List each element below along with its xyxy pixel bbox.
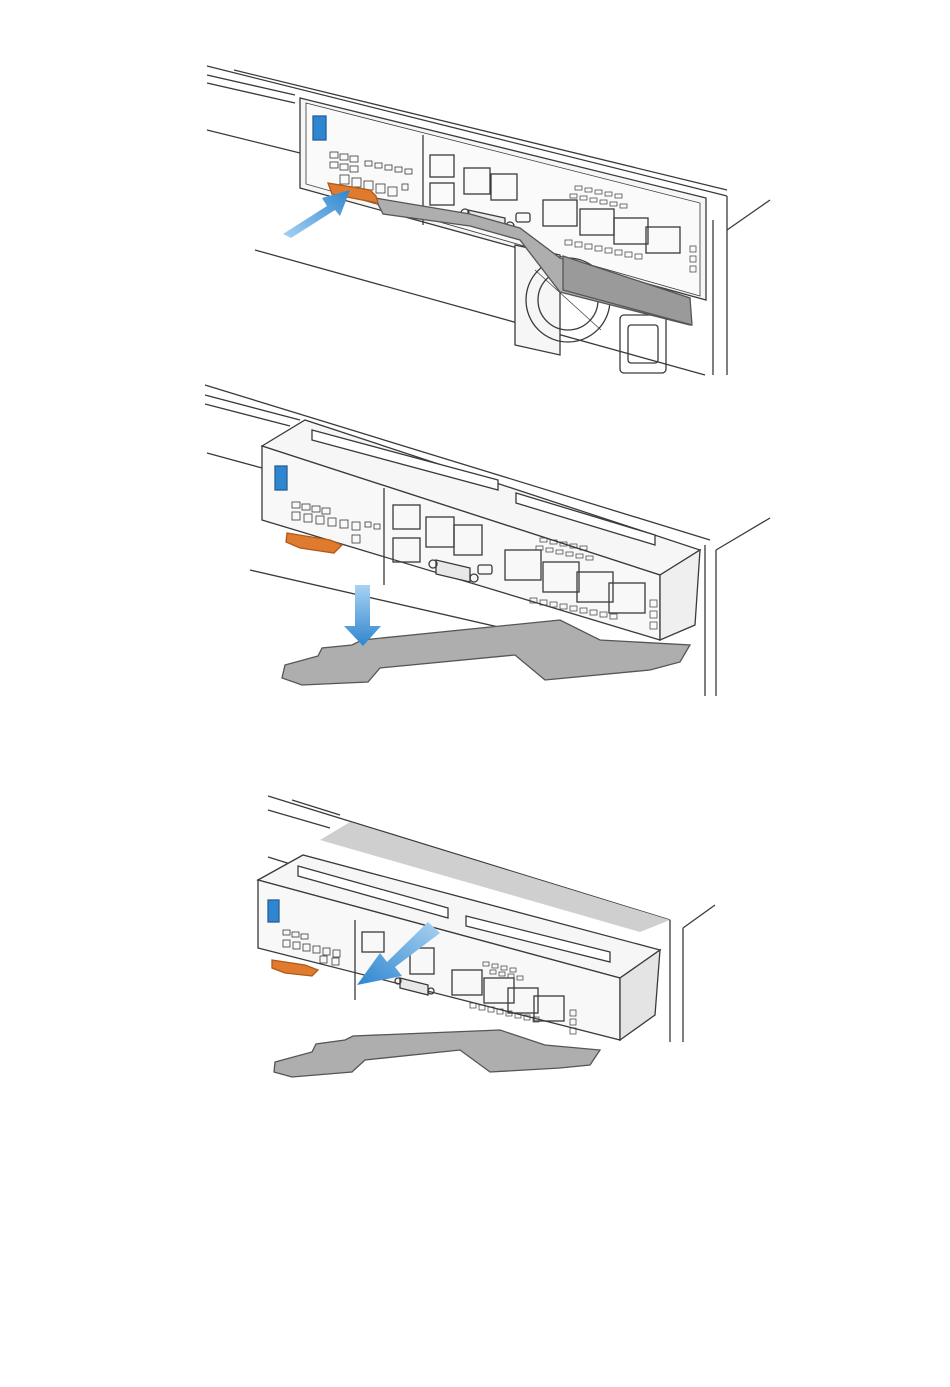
push-arrow-icon — [283, 190, 350, 238]
id-label-icon — [268, 900, 279, 922]
id-label-icon — [313, 116, 326, 140]
step-2-panel — [205, 385, 770, 696]
down-arrow-icon — [344, 585, 381, 646]
power-inlet-icon — [620, 315, 666, 373]
id-label-icon — [275, 466, 287, 490]
release-tab-icon[interactable] — [272, 960, 318, 976]
step-1-panel — [207, 66, 770, 375]
step-3-panel — [258, 796, 715, 1077]
ejector-lever — [274, 1030, 600, 1077]
